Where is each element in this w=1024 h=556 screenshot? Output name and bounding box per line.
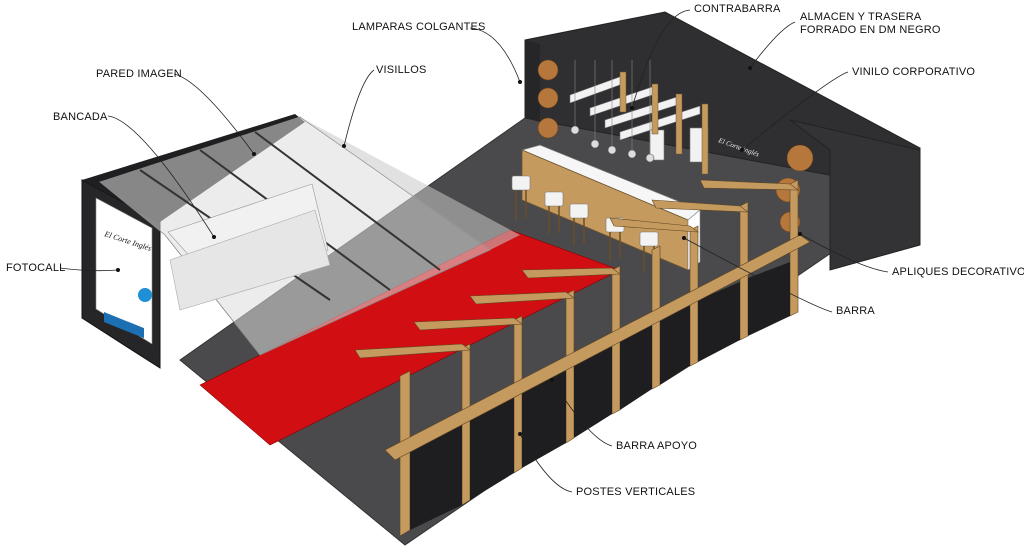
label-vinilo-corporativo: VINILO CORPORATIVO: [852, 66, 976, 78]
visillos-canopy-right: [300, 117, 520, 250]
label-pared-imagen: PARED IMAGEN: [96, 68, 182, 80]
storage-side: [525, 40, 540, 122]
label-visillos: VISILLOS: [376, 64, 427, 76]
label-barra-apoyo: BARRA APOYO: [616, 440, 698, 452]
lower-panels: [410, 262, 790, 530]
barra-apoyo: [384, 234, 811, 461]
fotocall-face: [95, 197, 153, 345]
fotocall-emblem: [138, 288, 152, 302]
label-lamparas-colgantes: LAMPARAS COLGANTES: [352, 21, 486, 33]
label-fotocall: FOTOCALL: [6, 262, 66, 274]
label-postes-verticales: POSTES VERTICALES: [576, 486, 696, 498]
leader-lines: [59, 9, 889, 493]
storage-front-face: [789, 119, 921, 271]
label-almacen-line1: ALMACEN Y TRASERA: [800, 11, 922, 23]
bancada: [169, 209, 331, 311]
frame-lintels: [354, 179, 799, 359]
label-almacen-line2: FORRADO EN DM NEGRO: [800, 24, 941, 36]
label-apliques-decorativos: APLIQUES DECORATIVOS: [892, 266, 1024, 278]
contrabarra-wood: [619, 71, 709, 175]
label-bancada: BANCADA: [53, 111, 108, 123]
label-barra: BARRA: [836, 305, 875, 317]
label-contrabarra: CONTRABARRA: [694, 3, 781, 15]
fotocall-blue-band: [104, 312, 144, 339]
